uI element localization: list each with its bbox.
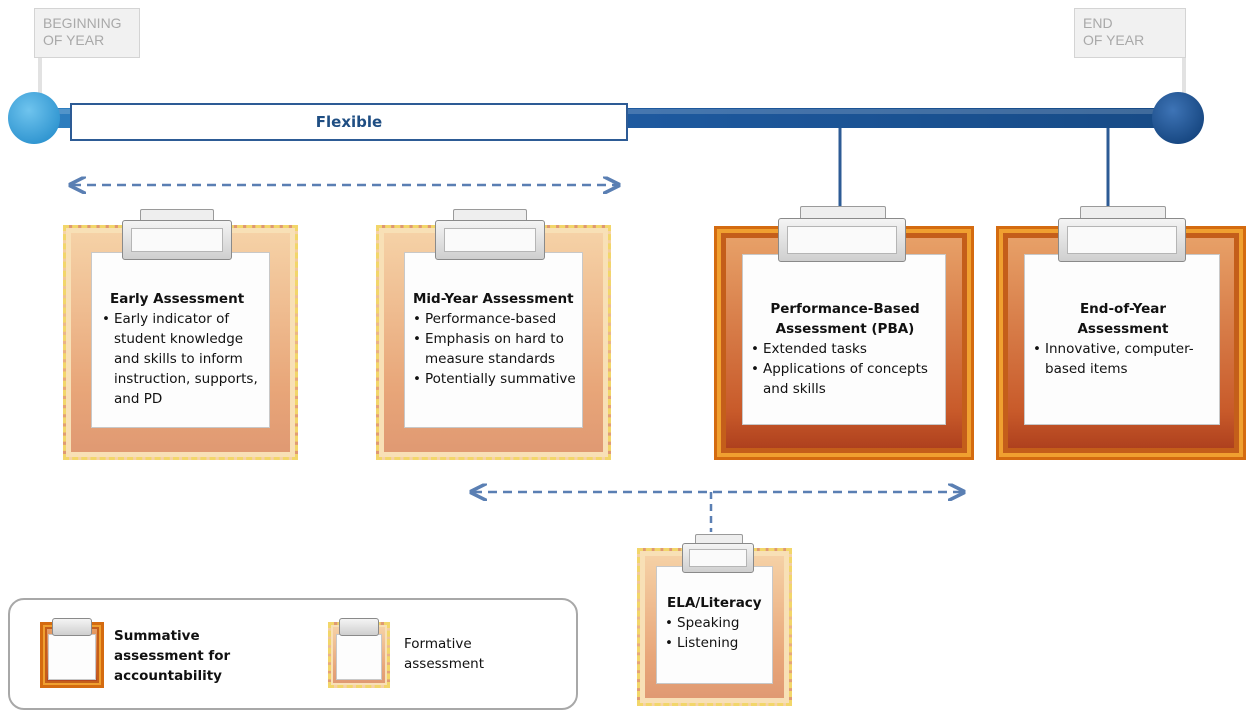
end-flag-line-1: END — [1083, 15, 1113, 31]
flexible-window-box: Flexible — [70, 103, 628, 141]
legend-summative-label: Summative assessment for accountability — [114, 628, 231, 684]
midyear-assessment-title: Mid-Year Assessment — [413, 291, 574, 307]
eoy-title-line-1: End-of-Year — [1079, 301, 1167, 317]
timeline-end-dot — [1152, 92, 1204, 144]
pba-bullet-1: Extended tasks — [749, 339, 941, 359]
beginning-of-year-flag: BEGINNING OF YEAR — [34, 8, 140, 58]
begin-flag-line-2: OF YEAR — [43, 32, 105, 48]
end-of-year-flag: END OF YEAR — [1074, 8, 1186, 58]
ela-clip-icon — [682, 543, 754, 573]
early-bullet-1: Early indicator of student knowledge and… — [100, 309, 263, 409]
eoy-clip-icon — [1058, 218, 1186, 262]
begin-flag-line-1: BEGINNING — [43, 15, 122, 31]
flexible-label: Flexible — [315, 113, 383, 131]
early-assessment-title: Early Assessment — [110, 291, 245, 307]
timeline-start-dot — [8, 92, 60, 144]
eoy-bullets: Innovative, computer-based items — [1031, 339, 1215, 379]
eoy-bullet-1: Innovative, computer-based items — [1031, 339, 1215, 379]
legend-formative-paper — [336, 634, 382, 680]
pba-paper: Performance-Based Assessment (PBA) Exten… — [742, 254, 946, 425]
legend-formative-label: Formative assessment — [404, 636, 485, 672]
pba-clip-icon — [778, 218, 906, 262]
pba-title-line-2: Assessment (PBA) — [775, 321, 915, 337]
ela-bullets: Speaking Listening — [663, 613, 768, 653]
ela-bullet-1: Speaking — [663, 613, 768, 633]
midyear-bullet-2: Emphasis on hard to measure standards — [411, 329, 578, 369]
early-assessment-bullets: Early indicator of student knowledge and… — [100, 309, 263, 409]
ela-paper: ELA/Literacy Speaking Listening — [656, 566, 773, 684]
pba-bullet-2: Applications of concepts and skills — [749, 359, 941, 399]
legend-summative-paper — [48, 634, 96, 680]
legend-formative-clip-icon — [339, 618, 379, 636]
midyear-clip-icon — [435, 220, 545, 260]
midyear-assessment-paper: Mid-Year Assessment Performance-based Em… — [404, 252, 583, 428]
legend-summative-clip-icon — [52, 618, 92, 636]
ela-title: ELA/Literacy — [667, 595, 762, 611]
pba-title-line-1: Performance-Based — [770, 301, 920, 317]
midyear-assessment-bullets: Performance-based Emphasis on hard to me… — [411, 309, 578, 389]
pba-bullets: Extended tasks Applications of concepts … — [749, 339, 941, 399]
midyear-bullet-1: Performance-based — [411, 309, 578, 329]
midyear-bullet-3: Potentially summative — [411, 369, 578, 389]
early-clip-icon — [122, 220, 232, 260]
ela-bullet-2: Listening — [663, 633, 768, 653]
early-assessment-paper: Early Assessment Early indicator of stud… — [91, 252, 270, 428]
eoy-paper: End-of-Year Assessment Innovative, compu… — [1024, 254, 1220, 425]
eoy-title-line-2: Assessment — [1077, 321, 1169, 337]
end-flag-line-2: OF YEAR — [1083, 32, 1145, 48]
